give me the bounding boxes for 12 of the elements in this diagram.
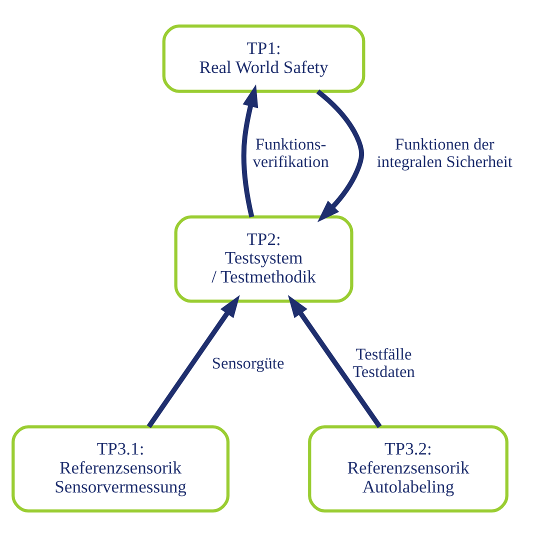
edge-label: Funktions- verifikation: [252, 134, 329, 172]
node-box: TP2: Testsystem / Testmethodik: [174, 215, 354, 303]
node-box: TP1: Real World Safety: [162, 24, 366, 93]
arrow: [146, 294, 240, 428]
edge-label: Funktionen der integralen Sicherheit: [376, 134, 512, 172]
edge-label: Sensorgüte: [212, 353, 284, 372]
node-box: TP3.1: Referenzsensorik Sensorvermessung: [12, 425, 230, 513]
arrow: [288, 294, 382, 428]
arrow: [241, 84, 258, 218]
node-box: TP3.2: Referenzsensorik Autolabeling: [308, 425, 508, 513]
edge-label: Testfälle Testdaten: [352, 344, 415, 382]
arrow: [316, 89, 364, 222]
